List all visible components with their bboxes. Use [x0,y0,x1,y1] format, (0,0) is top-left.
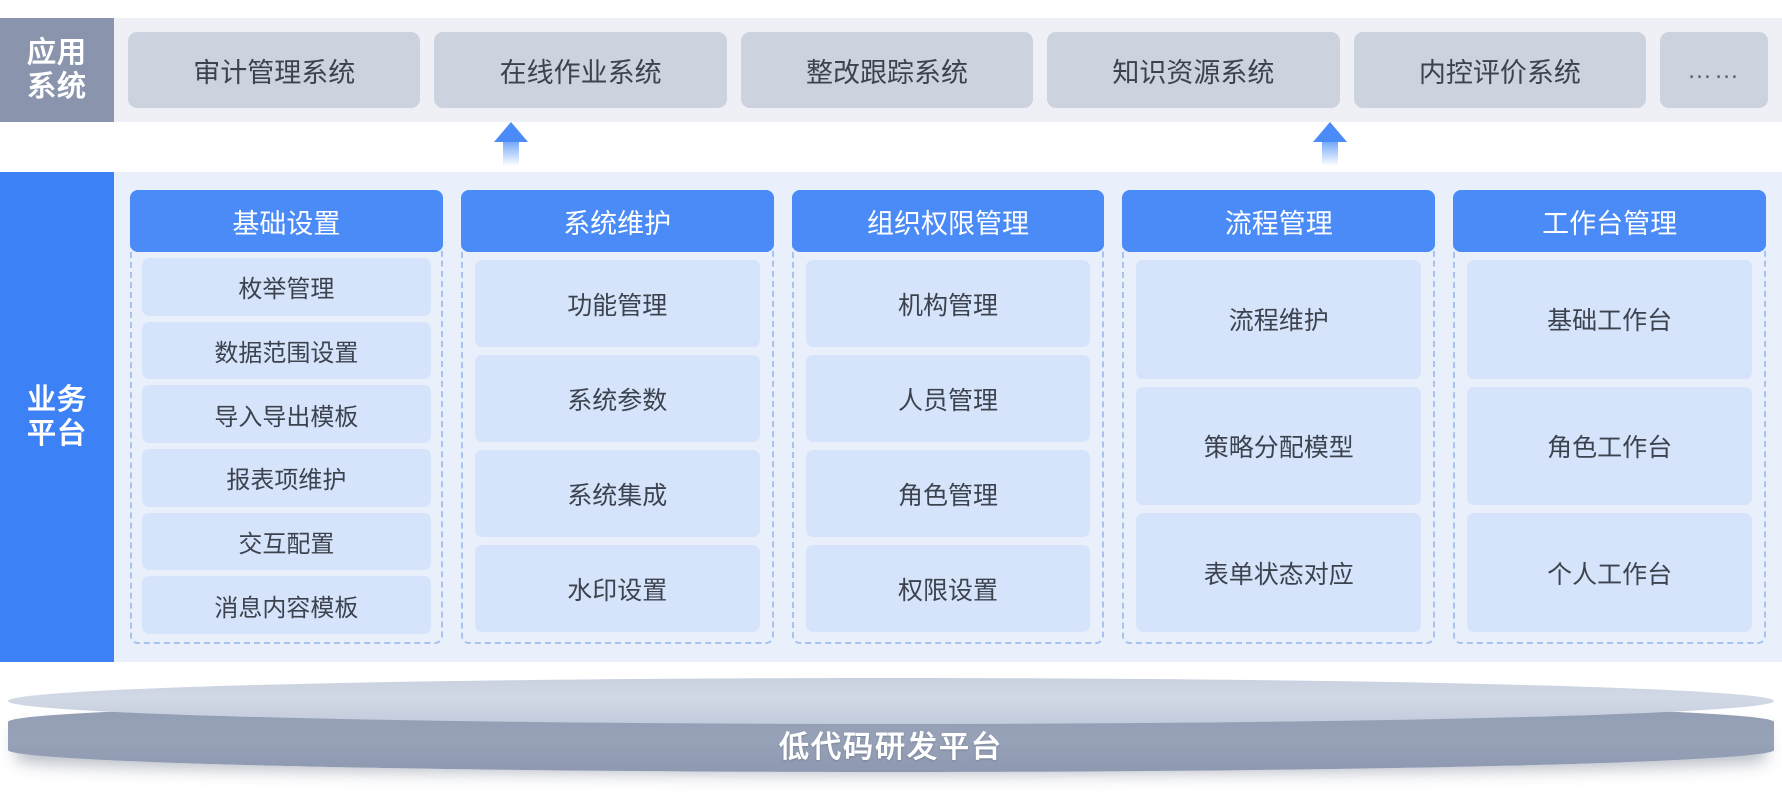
group-item-list-org-permission-management: 机构管理 人员管理 角色管理 权限设置 [794,252,1103,642]
group-title-system-maintenance[interactable]: 系统维护 [460,190,774,252]
business-platform-label-line1: 业务 [26,383,87,416]
foundation-platform: 低代码研发平台 [8,678,1774,794]
business-platform-row: 业务 平台 基础设置 枚举管理 数据范围设置 导入导出模板 报表项维护 交互配置… [0,172,1782,662]
app-chip-rectification-tracking[interactable]: 整改跟踪系统 [740,32,1034,108]
app-chip-online-task[interactable]: 在线作业系统 [434,32,727,108]
application-system-row: 应用 系统 审计管理系统 在线作业系统 整改跟踪系统 知识资源系统 内控评价系统… [0,18,1782,122]
item-watermark-settings[interactable]: 水印设置 [474,545,760,632]
application-system-label-line1: 应用 [26,36,87,69]
foundation-platform-title: 低代码研发平台 [779,731,1003,764]
item-role-workbench[interactable]: 角色工作台 [1467,386,1752,506]
arrow-shaft [1322,140,1338,166]
item-personal-workbench[interactable]: 个人工作台 [1467,513,1752,633]
application-system-chip-list: 审计管理系统 在线作业系统 整改跟踪系统 知识资源系统 内控评价系统 …… [114,18,1782,122]
item-enum-management[interactable]: 枚举管理 [142,258,431,316]
item-report-item-maintenance[interactable]: 报表项维护 [142,449,431,507]
arrow-head [494,122,528,142]
app-chip-more-ellipsis[interactable]: …… [1660,32,1769,108]
item-basic-workbench[interactable]: 基础工作台 [1467,260,1752,379]
item-message-content-template[interactable]: 消息内容模板 [142,576,431,635]
application-system-label-line2: 系统 [26,71,87,103]
group-org-permission-management: 组织权限管理 机构管理 人员管理 角色管理 权限设置 [791,190,1105,644]
group-system-maintenance: 系统维护 功能管理 系统参数 系统集成 水印设置 [460,190,774,644]
item-role-management[interactable]: 角色管理 [805,450,1091,537]
group-item-list-system-maintenance: 功能管理 系统参数 系统集成 水印设置 [463,252,772,642]
app-chip-internal-control-evaluation[interactable]: 内控评价系统 [1353,32,1647,108]
item-process-maintenance[interactable]: 流程维护 [1136,260,1422,379]
item-system-parameters[interactable]: 系统参数 [474,355,760,442]
group-item-list-workbench-management: 基础工作台 角色工作台 个人工作台 [1455,252,1764,642]
group-basic-settings: 基础设置 枚举管理 数据范围设置 导入导出模板 报表项维护 交互配置 消息内容模… [130,190,443,644]
group-process-management: 流程管理 流程维护 策略分配模型 表单状态对应 [1122,190,1436,644]
item-function-management[interactable]: 功能管理 [474,260,760,347]
up-arrow-icon-right [1313,122,1347,166]
item-policy-allocation-model[interactable]: 策略分配模型 [1136,386,1422,506]
group-item-list-basic-settings: 枚举管理 数据范围设置 导入导出模板 报表项维护 交互配置 消息内容模板 [132,252,441,642]
group-workbench-management: 工作台管理 基础工作台 角色工作台 个人工作台 [1453,190,1766,644]
arrow-shaft [503,140,519,166]
item-import-export-template[interactable]: 导入导出模板 [142,385,431,444]
item-form-status-mapping[interactable]: 表单状态对应 [1136,513,1422,633]
app-chip-knowledge-resource[interactable]: 知识资源系统 [1047,32,1340,108]
application-system-label: 应用 系统 [0,18,114,122]
group-title-basic-settings[interactable]: 基础设置 [130,190,443,252]
group-title-org-permission-management[interactable]: 组织权限管理 [791,190,1105,252]
business-platform-label-line2: 平台 [26,418,87,450]
item-personnel-management[interactable]: 人员管理 [805,355,1091,442]
item-data-scope-settings[interactable]: 数据范围设置 [142,321,431,380]
platform-cylinder-top [8,678,1774,724]
item-interaction-config[interactable]: 交互配置 [142,512,431,571]
group-title-process-management[interactable]: 流程管理 [1122,190,1436,252]
business-platform-groups: 基础设置 枚举管理 数据范围设置 导入导出模板 报表项维护 交互配置 消息内容模… [114,172,1782,662]
up-arrow-icon-left [494,122,528,166]
item-system-integration[interactable]: 系统集成 [474,450,760,537]
group-item-list-process-management: 流程维护 策略分配模型 表单状态对应 [1124,252,1433,642]
group-title-workbench-management[interactable]: 工作台管理 [1453,190,1766,252]
business-platform-label: 业务 平台 [0,172,114,662]
arrow-head [1313,122,1347,142]
item-permission-settings[interactable]: 权限设置 [805,545,1091,632]
item-organization-management[interactable]: 机构管理 [805,260,1091,347]
app-chip-audit-management[interactable]: 审计管理系统 [128,32,421,108]
